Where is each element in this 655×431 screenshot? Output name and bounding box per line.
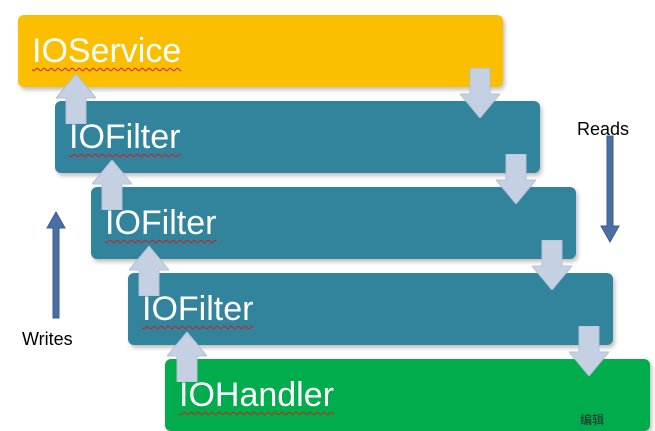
writes-label: Writes (22, 329, 73, 349)
iohandler-label: IOHandler (179, 376, 334, 414)
reads-label: Reads (577, 119, 630, 139)
reads-down-arrow (600, 135, 620, 244)
ioservice-label: IOService (32, 32, 182, 70)
write-up-arrow-4 (167, 332, 207, 382)
write-up-arrow-1 (56, 74, 96, 124)
read-down-arrow-1 (460, 68, 500, 118)
iofilter-layer-3: IOFilter (128, 273, 613, 345)
iohandler-layer: IOHandler (165, 359, 650, 431)
writes-up-arrow (46, 210, 66, 319)
write-up-arrow-3 (129, 246, 169, 296)
read-down-arrow-3 (532, 240, 572, 290)
footer-watermark: 编辑 (580, 413, 605, 427)
write-up-arrow-2 (92, 160, 132, 210)
iofilter-layer-1: IOFilter (55, 101, 540, 173)
iofilter-label-1: IOFilter (69, 118, 181, 156)
iofilter-label-3: IOFilter (142, 290, 254, 328)
iofilter-layer-2: IOFilter (91, 187, 576, 259)
read-down-arrow-4 (569, 326, 609, 376)
ioservice-layer: IOService (18, 15, 503, 87)
iofilter-label-2: IOFilter (105, 204, 217, 242)
read-down-arrow-2 (496, 154, 536, 204)
